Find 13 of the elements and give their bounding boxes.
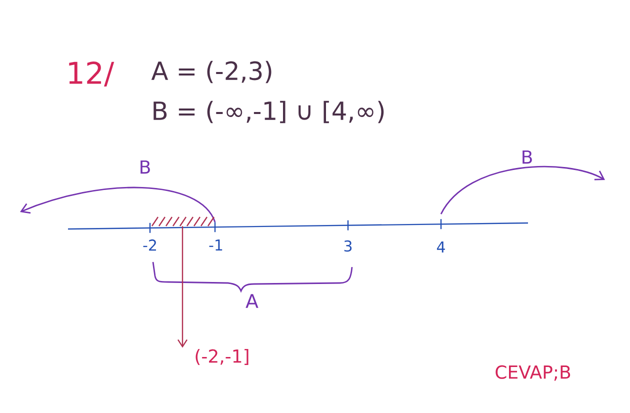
set-definition: A = (-2,3) [151,60,272,84]
ray-label: B [140,160,150,174]
tick-label: -1 [209,240,222,250]
tick-label: -2 [143,239,156,251]
answer-text: (-2,-1] [196,348,248,366]
tick-label: 4 [436,242,445,252]
tick-label: 3 [344,240,352,252]
answer-note: CEVAP;B [496,365,570,381]
ray-label: B [522,150,532,164]
problem-number: 12/ [69,61,114,87]
hatched-region [151,216,215,227]
set-definition: B = (-∞,-1] ∪ [4,∞) [154,100,384,124]
brace-label: A [246,294,258,308]
